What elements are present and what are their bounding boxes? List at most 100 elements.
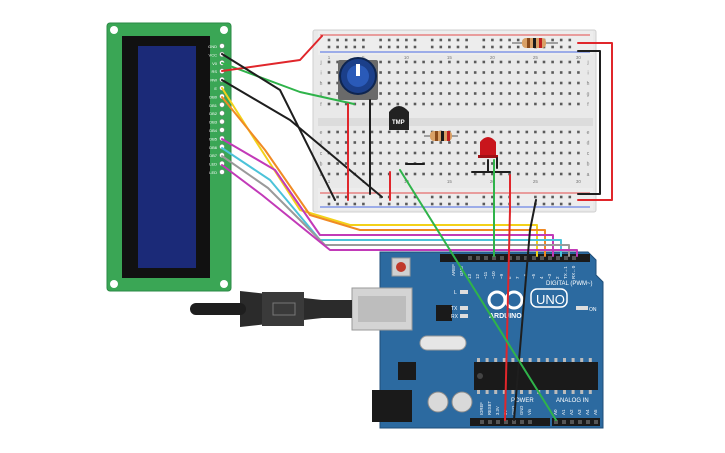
bb-hole[interactable] <box>491 71 494 74</box>
bb-rail-hole[interactable] <box>448 38 451 42</box>
bb-hole[interactable] <box>499 141 503 144</box>
bb-hole[interactable] <box>465 60 468 64</box>
wire[interactable] <box>221 164 578 257</box>
red-led[interactable] <box>478 137 498 158</box>
bb-hole[interactable] <box>422 141 425 144</box>
bb-hole[interactable] <box>362 130 365 134</box>
bb-hole[interactable] <box>370 151 374 155</box>
power-pin[interactable] <box>488 420 492 424</box>
bb-hole[interactable] <box>448 71 451 74</box>
bb-hole[interactable] <box>542 151 546 155</box>
bb-hole[interactable] <box>568 151 572 155</box>
bb-hole[interactable] <box>534 92 537 95</box>
bb-rail-hole[interactable] <box>336 45 339 49</box>
bb-hole[interactable] <box>516 130 520 134</box>
bb-hole[interactable] <box>448 151 451 155</box>
lcd-pin[interactable] <box>219 169 225 175</box>
bb-hole[interactable] <box>568 172 572 176</box>
bb-hole[interactable] <box>491 130 494 134</box>
bb-hole[interactable] <box>396 141 400 144</box>
bb-hole[interactable] <box>362 172 365 176</box>
bb-hole[interactable] <box>534 71 537 74</box>
digital-pin[interactable] <box>540 256 544 260</box>
bb-hole[interactable] <box>568 81 572 85</box>
bb-hole[interactable] <box>430 81 434 85</box>
bb-hole[interactable] <box>551 141 554 144</box>
bb-hole[interactable] <box>336 130 339 134</box>
wire[interactable] <box>504 174 511 421</box>
bb-hole[interactable] <box>568 71 572 74</box>
bb-hole[interactable] <box>439 92 443 95</box>
bb-hole[interactable] <box>387 71 391 74</box>
bb-hole[interactable] <box>353 162 357 165</box>
bb-rail-hole[interactable] <box>482 38 486 42</box>
bb-hole[interactable] <box>465 141 468 144</box>
bb-hole[interactable] <box>473 102 477 106</box>
bb-hole[interactable] <box>473 162 477 165</box>
bb-hole[interactable] <box>465 130 468 134</box>
bb-hole[interactable] <box>577 102 580 106</box>
bb-hole[interactable] <box>542 60 546 64</box>
resistor-led[interactable] <box>424 131 458 141</box>
bb-hole[interactable] <box>379 92 382 95</box>
digital-pin[interactable] <box>564 256 568 260</box>
bb-hole[interactable] <box>422 102 425 106</box>
bb-hole[interactable] <box>525 162 529 165</box>
bb-rail-hole[interactable] <box>542 195 546 199</box>
bb-hole[interactable] <box>422 81 425 85</box>
bb-rail-hole[interactable] <box>353 195 357 199</box>
bb-hole[interactable] <box>336 141 339 144</box>
bb-rail-hole[interactable] <box>336 202 339 206</box>
bb-hole[interactable] <box>491 172 494 176</box>
bb-hole[interactable] <box>559 71 563 74</box>
bb-rail-hole[interactable] <box>430 38 434 42</box>
bb-hole[interactable] <box>439 81 443 85</box>
bb-hole[interactable] <box>405 81 408 85</box>
bb-hole[interactable] <box>336 81 339 85</box>
bb-hole[interactable] <box>559 172 563 176</box>
bb-hole[interactable] <box>534 172 537 176</box>
bb-hole[interactable] <box>448 162 451 165</box>
bb-hole[interactable] <box>396 60 400 64</box>
bb-rail-hole[interactable] <box>465 202 468 206</box>
bb-hole[interactable] <box>499 81 503 85</box>
wire[interactable] <box>221 138 554 257</box>
bb-rail-hole[interactable] <box>396 45 400 49</box>
bb-hole[interactable] <box>559 141 563 144</box>
digital-pin[interactable] <box>556 256 560 260</box>
bb-hole[interactable] <box>379 162 382 165</box>
bb-hole[interactable] <box>473 81 477 85</box>
bb-hole[interactable] <box>559 162 563 165</box>
bb-hole[interactable] <box>491 102 494 106</box>
bb-hole[interactable] <box>551 102 554 106</box>
bb-hole[interactable] <box>456 162 460 165</box>
bb-hole[interactable] <box>396 172 400 176</box>
bb-rail-hole[interactable] <box>499 195 503 199</box>
lcd-module[interactable]: GNDVCCV0RSRWEDB0DB1DB2DB3DB4DB5DB6DB7LED… <box>106 22 232 292</box>
bb-rail-hole[interactable] <box>327 195 331 199</box>
bb-hole[interactable] <box>534 151 537 155</box>
bb-hole[interactable] <box>551 172 554 176</box>
bb-rail-hole[interactable] <box>387 45 391 49</box>
bb-rail-hole[interactable] <box>353 202 357 206</box>
bb-hole[interactable] <box>542 141 546 144</box>
bb-rail-hole[interactable] <box>551 45 554 49</box>
bb-rail-hole[interactable] <box>516 195 520 199</box>
bb-hole[interactable] <box>439 162 443 165</box>
bb-rail-hole[interactable] <box>362 45 365 49</box>
bb-hole[interactable] <box>448 141 451 144</box>
bb-hole[interactable] <box>336 92 339 95</box>
bb-hole[interactable] <box>568 92 572 95</box>
bb-hole[interactable] <box>551 81 554 85</box>
bb-hole[interactable] <box>499 92 503 95</box>
bb-hole[interactable] <box>456 60 460 64</box>
lcd-pin[interactable] <box>219 127 225 133</box>
power-pin[interactable] <box>528 420 532 424</box>
bb-rail-hole[interactable] <box>465 45 468 49</box>
bb-hole[interactable] <box>516 92 520 95</box>
bb-rail-hole[interactable] <box>448 195 451 199</box>
digital-pin[interactable] <box>492 256 496 260</box>
bb-hole[interactable] <box>465 102 468 106</box>
bb-hole[interactable] <box>327 81 331 85</box>
bb-rail-hole[interactable] <box>430 45 434 49</box>
